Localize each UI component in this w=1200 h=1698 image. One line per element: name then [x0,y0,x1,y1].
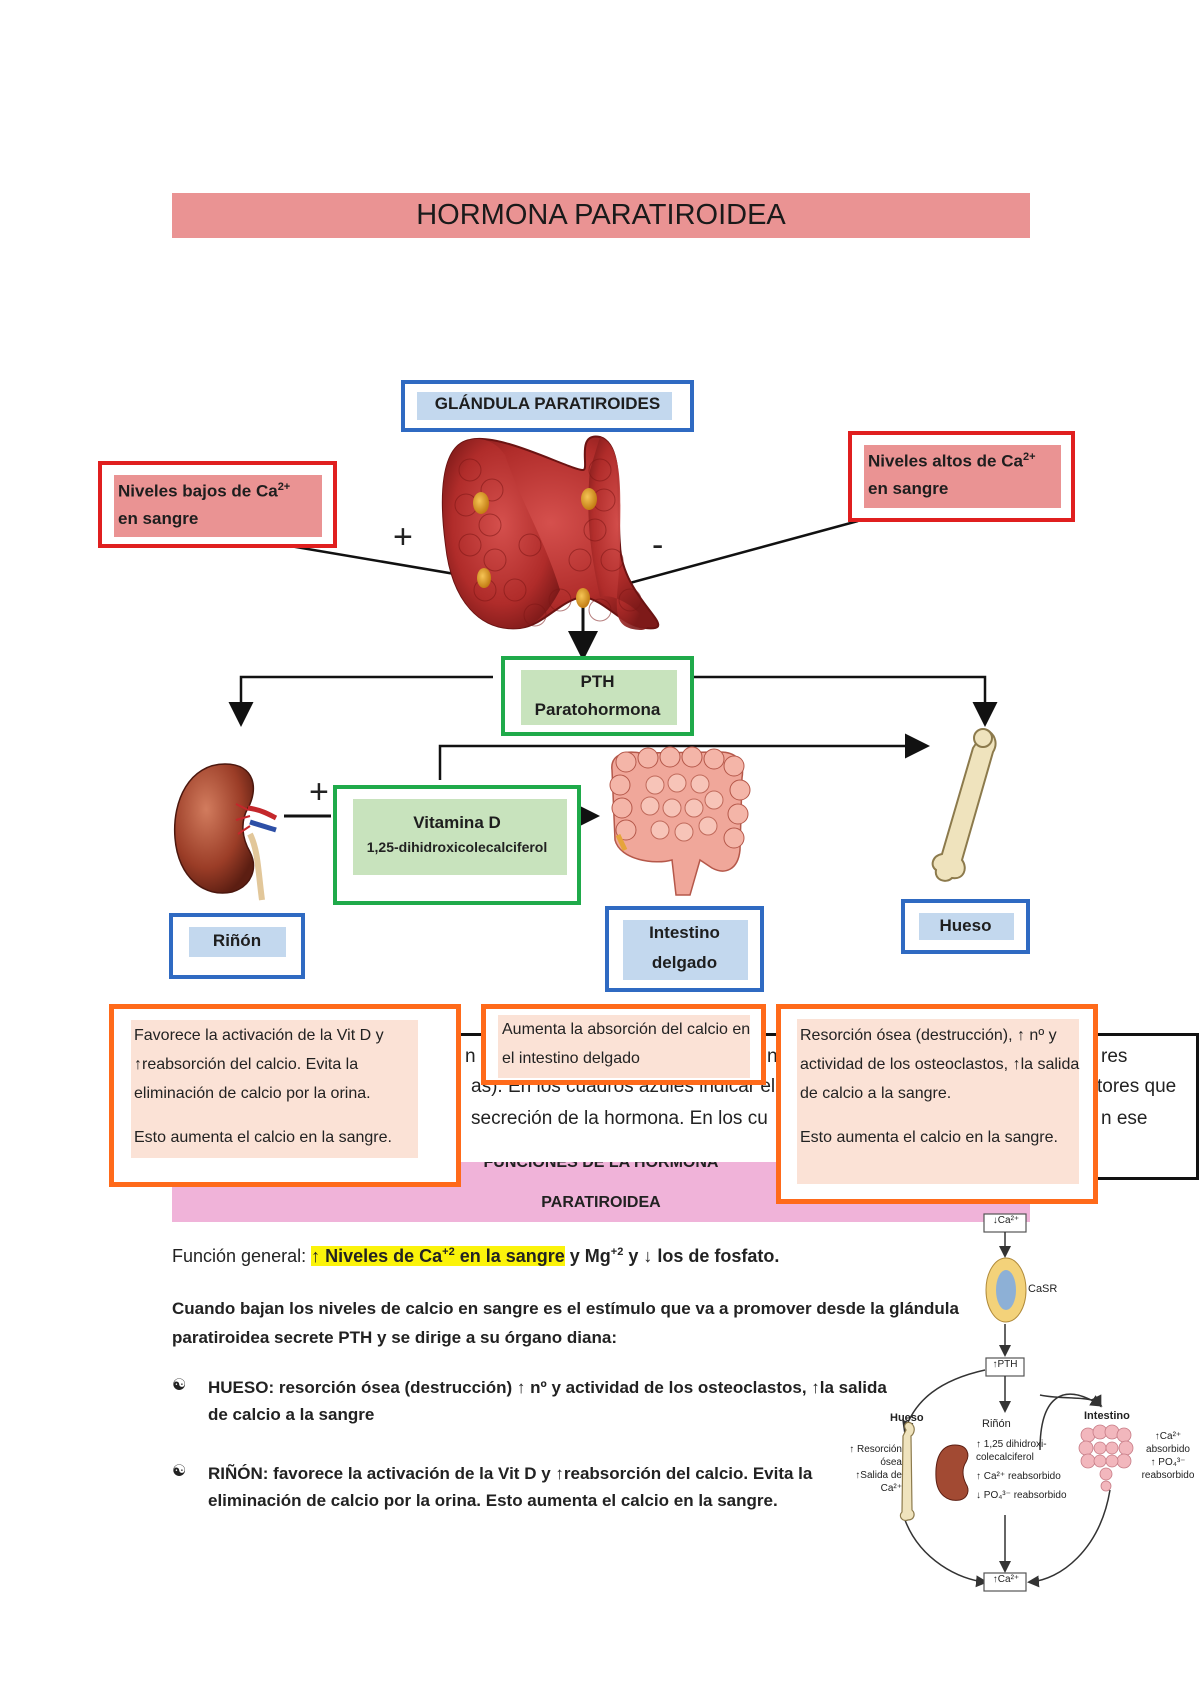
pth-line2: Paratohormona [534,700,661,719]
mini-pth-label: ↑PTH [992,1359,1018,1370]
kidney-effect-box: Favorece la activación de la Vit D y ↑re… [109,1004,461,1187]
bone-label-box: Hueso [901,899,1030,954]
hidden-fragment-d: n [767,1046,778,1067]
high-calcium-box: Niveles altos de Ca2+ en sangre [848,431,1075,522]
bone-effect-box: Resorción ósea (destrucción), ↑ nº y act… [776,1004,1098,1204]
kidney-label: Riñón [212,931,262,950]
intestine-label-line1: Intestino [649,923,720,942]
low-ca-connector [289,544,556,593]
inhibition-minus-sign: - [652,526,664,564]
mini-top-calcium: ↓Ca²⁺ [992,1215,1020,1226]
mini-casr-label: CaSR [1028,1283,1058,1295]
mini-intestine-label: Intestino [1084,1410,1130,1422]
page-title: HORMONA PARATIROIDEA [172,193,1030,238]
low-calcium-line2: en sangre [118,509,199,528]
hidden-fragment-c: secreción de la hormona. En los cu [471,1108,768,1129]
bullet-bone: HUESO: resorción ósea (destrucción) ↑ nº… [208,1378,887,1424]
mini-bone-label: Hueso [890,1412,924,1424]
vitamin-d-line2: 1,25-dihidroxicolecalciferol [366,839,548,855]
low-calcium-line1: Niveles bajos de Ca2+ [118,481,291,501]
bone-effect-p2: Esto aumenta el calcio en la sangre. [800,1129,1058,1146]
high-calcium-line1: Niveles altos de Ca2+ [868,451,1036,471]
kidney-effect-p2: Esto aumenta el calcio en la sangre. [134,1129,392,1146]
pth-box: PTH Paratohormona [501,656,694,736]
hidden-fragment-a: n [465,1046,476,1067]
functions-header-line1: FUNCIONES DE LA HORMONA [483,1162,719,1171]
general-function-prefix: Función general: [172,1246,312,1266]
hidden-fragment-f: tores que [1097,1076,1177,1097]
intestine-label-line2: delgado [651,953,718,972]
kidney-vitd-plus-sign: + [309,773,329,811]
bullet-icon: ☯ [172,1463,187,1480]
low-calcium-box: Niveles bajos de Ca2+ en sangre [98,461,337,548]
gland-label: GLÁNDULA PARATIROIDES [434,394,661,413]
pth-line1: PTH [580,672,615,691]
intro-paragraph: Cuando bajan los niveles de calcio en sa… [172,1299,959,1347]
kidney-label-box: Riñón [169,913,305,979]
hidden-fragment-g: n ese [1101,1108,1148,1129]
bullet-icon: ☯ [172,1377,187,1394]
bullet-kidney: RIÑÓN: favorece la activación de la Vit … [208,1464,813,1510]
intestine-label-box: Intestino delgado [605,906,764,992]
general-function-highlight: ↑ Niveles de Ca+2 en la sangre [311,1246,565,1266]
pth-to-kidney-arrow [228,675,493,727]
bone-label: Hueso [939,916,992,935]
stimulus-plus-sign: + [393,518,413,556]
pth-to-bone-arrow [694,675,998,727]
mini-kidney-effects: ↑ 1,25 dihidroxi-colecalciferol↑ Ca²⁺ re… [976,1439,1067,1501]
hidden-fragment-e: res [1101,1046,1128,1067]
gland-label-box: GLÁNDULA PARATIROIDES [401,380,694,432]
high-calcium-line2: en sangre [868,479,949,498]
vitamin-d-box: Vitamina D 1,25-dihidroxicolecalciferol [333,785,581,905]
general-function-line: Función general: ↑ Niveles de Ca+2 en la… [172,1246,780,1266]
vitd-to-bone-arrow [438,733,930,780]
mini-kidney-label: Riñón [982,1418,1011,1430]
vitamin-d-line1: Vitamina D [413,813,501,832]
bone-effect-p1: Resorción ósea (destrucción), ↑ nº y act… [800,1027,1080,1102]
functions-header-line2: PARATIROIDEA [541,1194,661,1211]
intestine-effect-text: Aumenta la absorción del calcio en el in… [502,1021,751,1067]
mini-bottom-calcium: ↑Ca²⁺ [992,1574,1020,1585]
mini-intestine-effects: ↑Ca²⁺absorbido↑ PO₄³⁻reabsorbido [1141,1431,1195,1481]
high-ca-connector [603,519,859,592]
intestine-effect-box: Aumenta la absorción del calcio en el in… [481,1004,766,1085]
kidney-effect-p1: Favorece la activación de la Vit D y ↑re… [134,1027,384,1102]
